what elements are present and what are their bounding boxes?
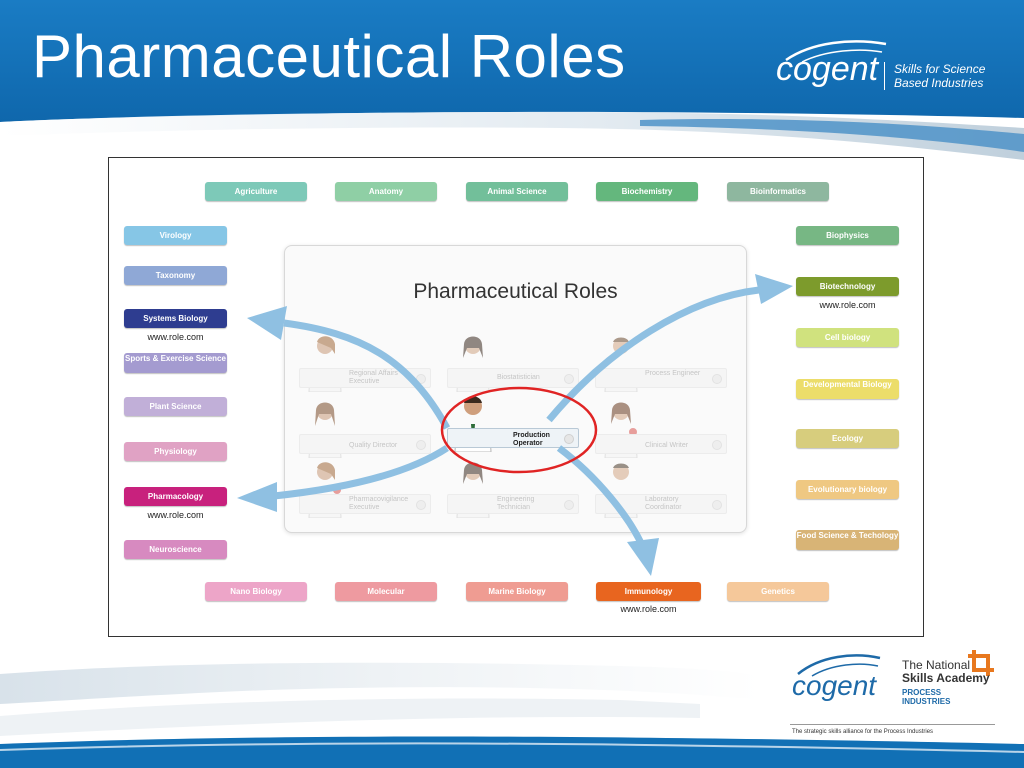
logo-separator [884,62,885,90]
arrowhead-pharmacology [237,482,277,512]
subject-box-pharmacology[interactable]: Pharmacology [124,487,227,506]
nsa-line-3: PROCESS INDUSTRIES [902,688,951,706]
role-label: Biostatistician [497,374,540,381]
url-biotechnology[interactable]: www.role.com [819,300,876,310]
cogent-tagline-line-1: Skills for Science [894,62,986,76]
subject-box-ecology[interactable]: Ecology [796,429,899,448]
role-card-regional-affairs-executive[interactable]: Regional Affairs Executive [299,334,431,396]
url-systems-biology[interactable]: www.role.com [147,332,204,342]
subject-box-anatomy[interactable]: Anatomy [335,182,437,201]
cogent-swoosh-icon [797,654,881,677]
subject-box-biotechnology[interactable]: Biotechnology [796,277,899,296]
role-label: Clinical Writer [645,442,689,449]
panel-title: Pharmaceutical Roles [413,280,618,303]
arrowhead-systems-biology [247,306,287,340]
url-pharmacology[interactable]: www.role.com [147,510,204,520]
header-wave-shape [0,0,1024,160]
nsa-line-2: Skills Academy [902,671,990,685]
subject-box-agriculture[interactable]: Agriculture [205,182,307,201]
role-label: Pharmacovigilance Executive [349,496,409,511]
subject-box-physiology[interactable]: Physiology [124,442,227,461]
cogent-tagline-line-2: Based Industries [894,76,984,90]
role-card-quality-director[interactable]: Quality Director [299,400,431,462]
cogent-logo-footer: cogent [792,650,892,710]
role-label: Laboratory Coordinator [645,496,682,511]
cogent-swoosh-icon [785,40,887,63]
subject-box-virology[interactable]: Virology [124,226,227,245]
role-label: Quality Director [349,442,398,449]
expand-icon[interactable] [712,500,722,510]
diagram-frame: Agriculture Anatomy Animal Science Bioch… [108,157,924,637]
subject-box-plant-science[interactable]: Plant Science [124,397,227,416]
arrowhead-immunology [627,538,659,576]
footer [0,640,1024,768]
role-card-clinical-writer[interactable]: Clinical Writer [595,400,727,462]
role-card-pharmacovigilance-executive[interactable]: Pharmacovigilance Executive [299,460,431,522]
expand-icon[interactable] [416,440,426,450]
role-card-laboratory-coordinator[interactable]: Laboratory Coordinator [595,460,727,522]
subject-box-taxonomy[interactable]: Taxonomy [124,266,227,285]
expand-icon[interactable] [564,500,574,510]
role-card-process-engineer[interactable]: Process Engineer [595,334,727,396]
role-card-engineering-technician[interactable]: Engineering Technician [447,460,579,522]
subject-box-developmental-biology[interactable]: Developmental Biology [796,379,899,399]
expand-icon[interactable] [564,434,574,444]
subject-box-biophysics[interactable]: Biophysics [796,226,899,245]
role-label: Production Operator [513,432,550,447]
expand-icon[interactable] [416,500,426,510]
roles-panel: Pharmaceutical Roles Regional Affairs Ex… [284,245,747,533]
national-skills-academy-logo: The National Skills Academy PROCESS INDU… [902,648,1012,718]
slide-title: Pharmaceutical Roles [32,23,626,90]
subject-box-food-science-techology[interactable]: Food Science & Techology [796,530,899,550]
expand-icon[interactable] [564,374,574,384]
nsa-line-1: The National [902,658,971,672]
subject-box-bioinformatics[interactable]: Bioinformatics [727,182,829,201]
footer-strapline: The strategic skills alliance for the Pr… [792,729,934,735]
role-card-production-operator[interactable]: Production Operator [447,394,579,456]
subject-box-cell-biology[interactable]: Cell biology [796,328,899,347]
expand-icon[interactable] [712,440,722,450]
strapline-divider [790,724,995,725]
role-card-biostatistician[interactable]: Biostatistician [447,334,579,396]
cogent-wordmark: cogent [776,50,879,88]
subject-box-neuroscience[interactable]: Neuroscience [124,540,227,559]
cogent-tagline: Skills for Science Based Industries [894,62,990,90]
header-banner: Pharmaceutical Roles cogent Skills for S… [0,0,1024,160]
subject-box-biochemistry[interactable]: Biochemistry [596,182,698,201]
role-label: Engineering Technician [497,496,535,511]
expand-icon[interactable] [416,374,426,384]
expand-icon[interactable] [712,374,722,384]
footer-wave-shape [0,662,1024,768]
subject-box-marine-biology[interactable]: Marine Biology [466,582,568,601]
role-label: Regional Affairs Executive [349,370,398,385]
subject-box-animal-science[interactable]: Animal Science [466,182,568,201]
role-label: Process Engineer [645,370,701,377]
arrowhead-biotechnology [755,274,793,304]
cogent-logo-header: cogent Skills for Science Based Industri… [772,38,992,98]
subject-box-immunology[interactable]: Immunology [596,582,701,601]
subject-box-nano-biology[interactable]: Nano Biology [205,582,307,601]
subject-box-evolutionary-biology[interactable]: Evolutionary biology [796,480,899,499]
url-immunology[interactable]: www.role.com [620,604,677,614]
nsa-crop-mark-icon [968,650,994,676]
subject-box-systems-biology[interactable]: Systems Biology [124,309,227,328]
subject-box-sports-exercise-science[interactable]: Sports & Exercise Science [124,353,227,373]
subject-box-genetics[interactable]: Genetics [727,582,829,601]
cogent-footer-wordmark: cogent [792,670,877,701]
subject-box-molecular[interactable]: Molecular [335,582,437,601]
